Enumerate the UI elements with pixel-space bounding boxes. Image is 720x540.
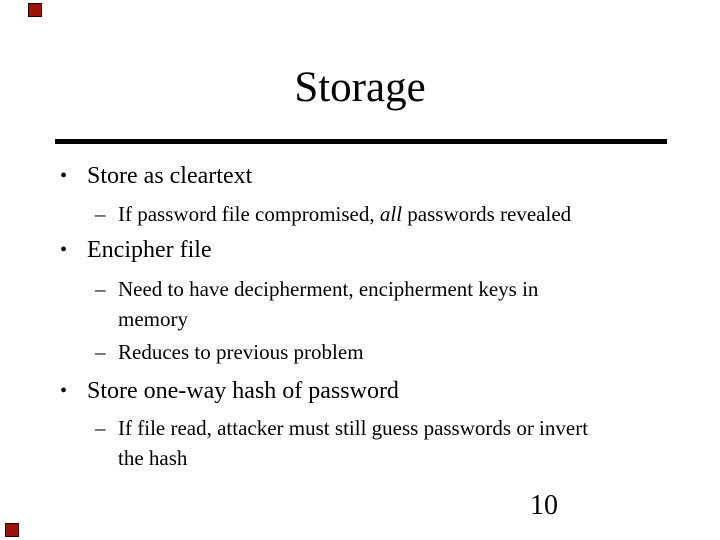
sub-item-decipherment-keys: – Need to have decipherment, enciphermen…: [95, 274, 675, 334]
slide-title: Storage: [294, 64, 426, 111]
bullet-text: Store one-way hash of password: [87, 378, 399, 404]
page-number: 10: [530, 490, 558, 521]
dash-icon: –: [95, 277, 106, 301]
bullet-icon: •: [60, 239, 68, 261]
bullet-icon: •: [60, 165, 68, 187]
sub-item-text: Reduces to previous problem: [118, 340, 364, 364]
sub-item-password-file-compromised: – If password file compromised, all pass…: [95, 199, 675, 229]
sub-item-guess-or-invert-hash: – If file read, attacker must still gues…: [95, 413, 675, 473]
bullet-text: Encipher file: [87, 237, 212, 263]
bullet-item-encipher-file: • Encipher file: [60, 235, 680, 265]
sub-text-prefix: If password file compromised,: [118, 202, 380, 226]
dash-icon: –: [95, 202, 106, 226]
bullet-icon: •: [60, 380, 68, 402]
bullet-text: Store as cleartext: [87, 163, 253, 189]
sub-item-reduces-previous-problem: – Reduces to previous problem: [95, 337, 675, 367]
sub-text-suffix: passwords revealed: [402, 202, 572, 226]
sub-item-text: Need to have decipherment, encipherment …: [118, 277, 539, 331]
sub-item-text: If file read, attacker must still guess …: [118, 416, 589, 470]
bullet-item-one-way-hash: • Store one-way hash of password: [60, 376, 680, 406]
sub-text-emphasis: all: [379, 202, 403, 226]
bullet-item-store-cleartext: • Store as cleartext: [60, 161, 680, 191]
corner-marker-top-left: [28, 3, 42, 17]
title-divider-line: [55, 139, 667, 144]
corner-marker-bottom-left: [5, 523, 19, 537]
sub-item-text: If password file compromised, all passwo…: [118, 199, 571, 229]
dash-icon: –: [95, 416, 106, 440]
dash-icon: –: [95, 340, 106, 364]
